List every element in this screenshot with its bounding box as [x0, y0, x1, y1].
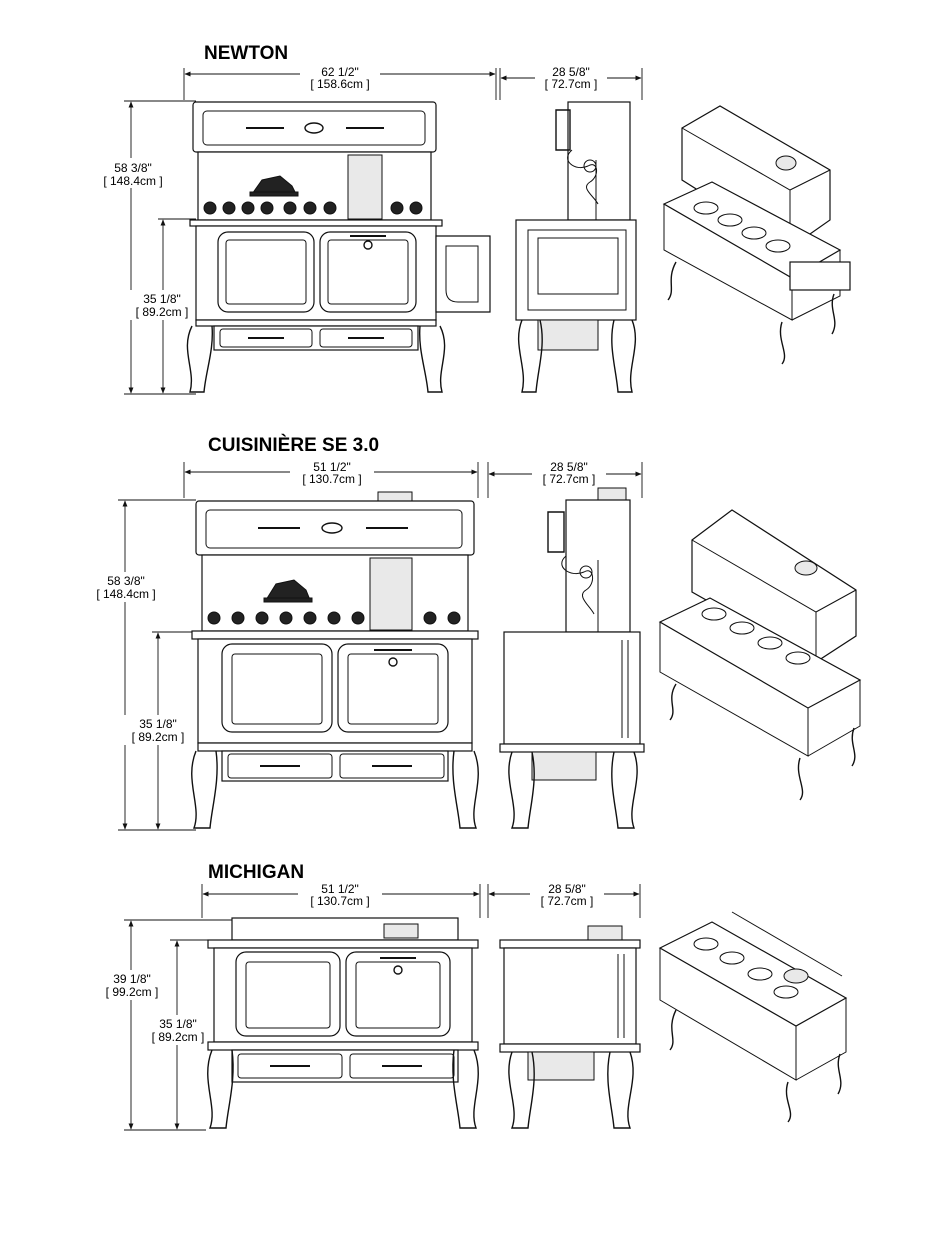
cuisiniere-title: CUISINIÈRE SE 3.0	[208, 434, 379, 456]
cuisiniere-front-view	[192, 492, 479, 828]
michigan-top-height-dimension: 35 1/8" [ 89.2cm ]	[138, 940, 218, 1129]
michigan-depth-dimension: 28 5/8" [ 72.7cm ]	[488, 882, 640, 918]
newton-side-view	[516, 102, 636, 392]
cuisiniere-perspective-view	[660, 510, 860, 800]
michigan-top-height-in: 35 1/8"	[159, 1017, 197, 1031]
newton-width-cm: [ 158.6cm ]	[310, 77, 369, 91]
michigan-top-height-cm: [ 89.2cm ]	[152, 1030, 205, 1044]
michigan-total-height-in: 39 1/8"	[113, 972, 151, 986]
newton-total-height-dimension: 58 3/8" [ 148.4cm ]	[96, 101, 196, 394]
cuisiniere-width-dimension: 51 1/2" [ 130.7cm ]	[184, 460, 478, 498]
cuisiniere-total-height-cm: [ 148.4cm ]	[96, 587, 155, 601]
cuisiniere-side-view	[500, 488, 644, 828]
michigan-front-view	[208, 918, 479, 1128]
newton-section: NEWTON 62 1/2" [ 158.6cm ] 28 5/8" [ 72.…	[96, 43, 850, 394]
newton-width-dimension: 62 1/2" [ 158.6cm ]	[184, 65, 496, 100]
newton-front-view	[187, 102, 490, 392]
cuisiniere-section: CUISINIÈRE SE 3.0 51 1/2" [ 130.7cm ] 28…	[86, 434, 860, 830]
cuisiniere-top-height-dimension: 35 1/8" [ 89.2cm ]	[118, 632, 198, 829]
michigan-total-height-cm: [ 99.2cm ]	[106, 985, 159, 999]
newton-perspective-view	[664, 106, 850, 364]
michigan-section: MICHIGAN 51 1/2" [ 130.7cm ] 28 5/8" [ 7…	[94, 862, 846, 1130]
newton-depth-dimension: 28 5/8" [ 72.7cm ]	[500, 65, 642, 100]
newton-depth-cm: [ 72.7cm ]	[545, 77, 598, 91]
michigan-title: MICHIGAN	[208, 862, 304, 883]
cuisiniere-top-height-cm: [ 89.2cm ]	[132, 730, 185, 744]
cuisiniere-total-height-dimension: 58 3/8" [ 148.4cm ]	[86, 500, 196, 830]
michigan-depth-cm: [ 72.7cm ]	[541, 894, 594, 908]
newton-top-height-dimension: 35 1/8" [ 89.2cm ]	[124, 219, 200, 393]
michigan-width-dimension: 51 1/2" [ 130.7cm ]	[202, 882, 480, 918]
michigan-width-cm: [ 130.7cm ]	[310, 894, 369, 908]
newton-title: NEWTON	[204, 43, 288, 64]
newton-total-height-in: 58 3/8"	[114, 161, 152, 175]
cuisiniere-top-height-in: 35 1/8"	[139, 717, 177, 731]
cuisiniere-depth-cm: [ 72.7cm ]	[543, 472, 596, 486]
michigan-side-view	[500, 926, 640, 1128]
newton-top-height-in: 35 1/8"	[143, 292, 181, 306]
newton-top-height-cm: [ 89.2cm ]	[136, 305, 189, 319]
cuisiniere-total-height-in: 58 3/8"	[107, 574, 145, 588]
newton-total-height-cm: [ 148.4cm ]	[103, 174, 162, 188]
cuisiniere-width-cm: [ 130.7cm ]	[302, 472, 361, 486]
michigan-perspective-view	[660, 912, 846, 1122]
